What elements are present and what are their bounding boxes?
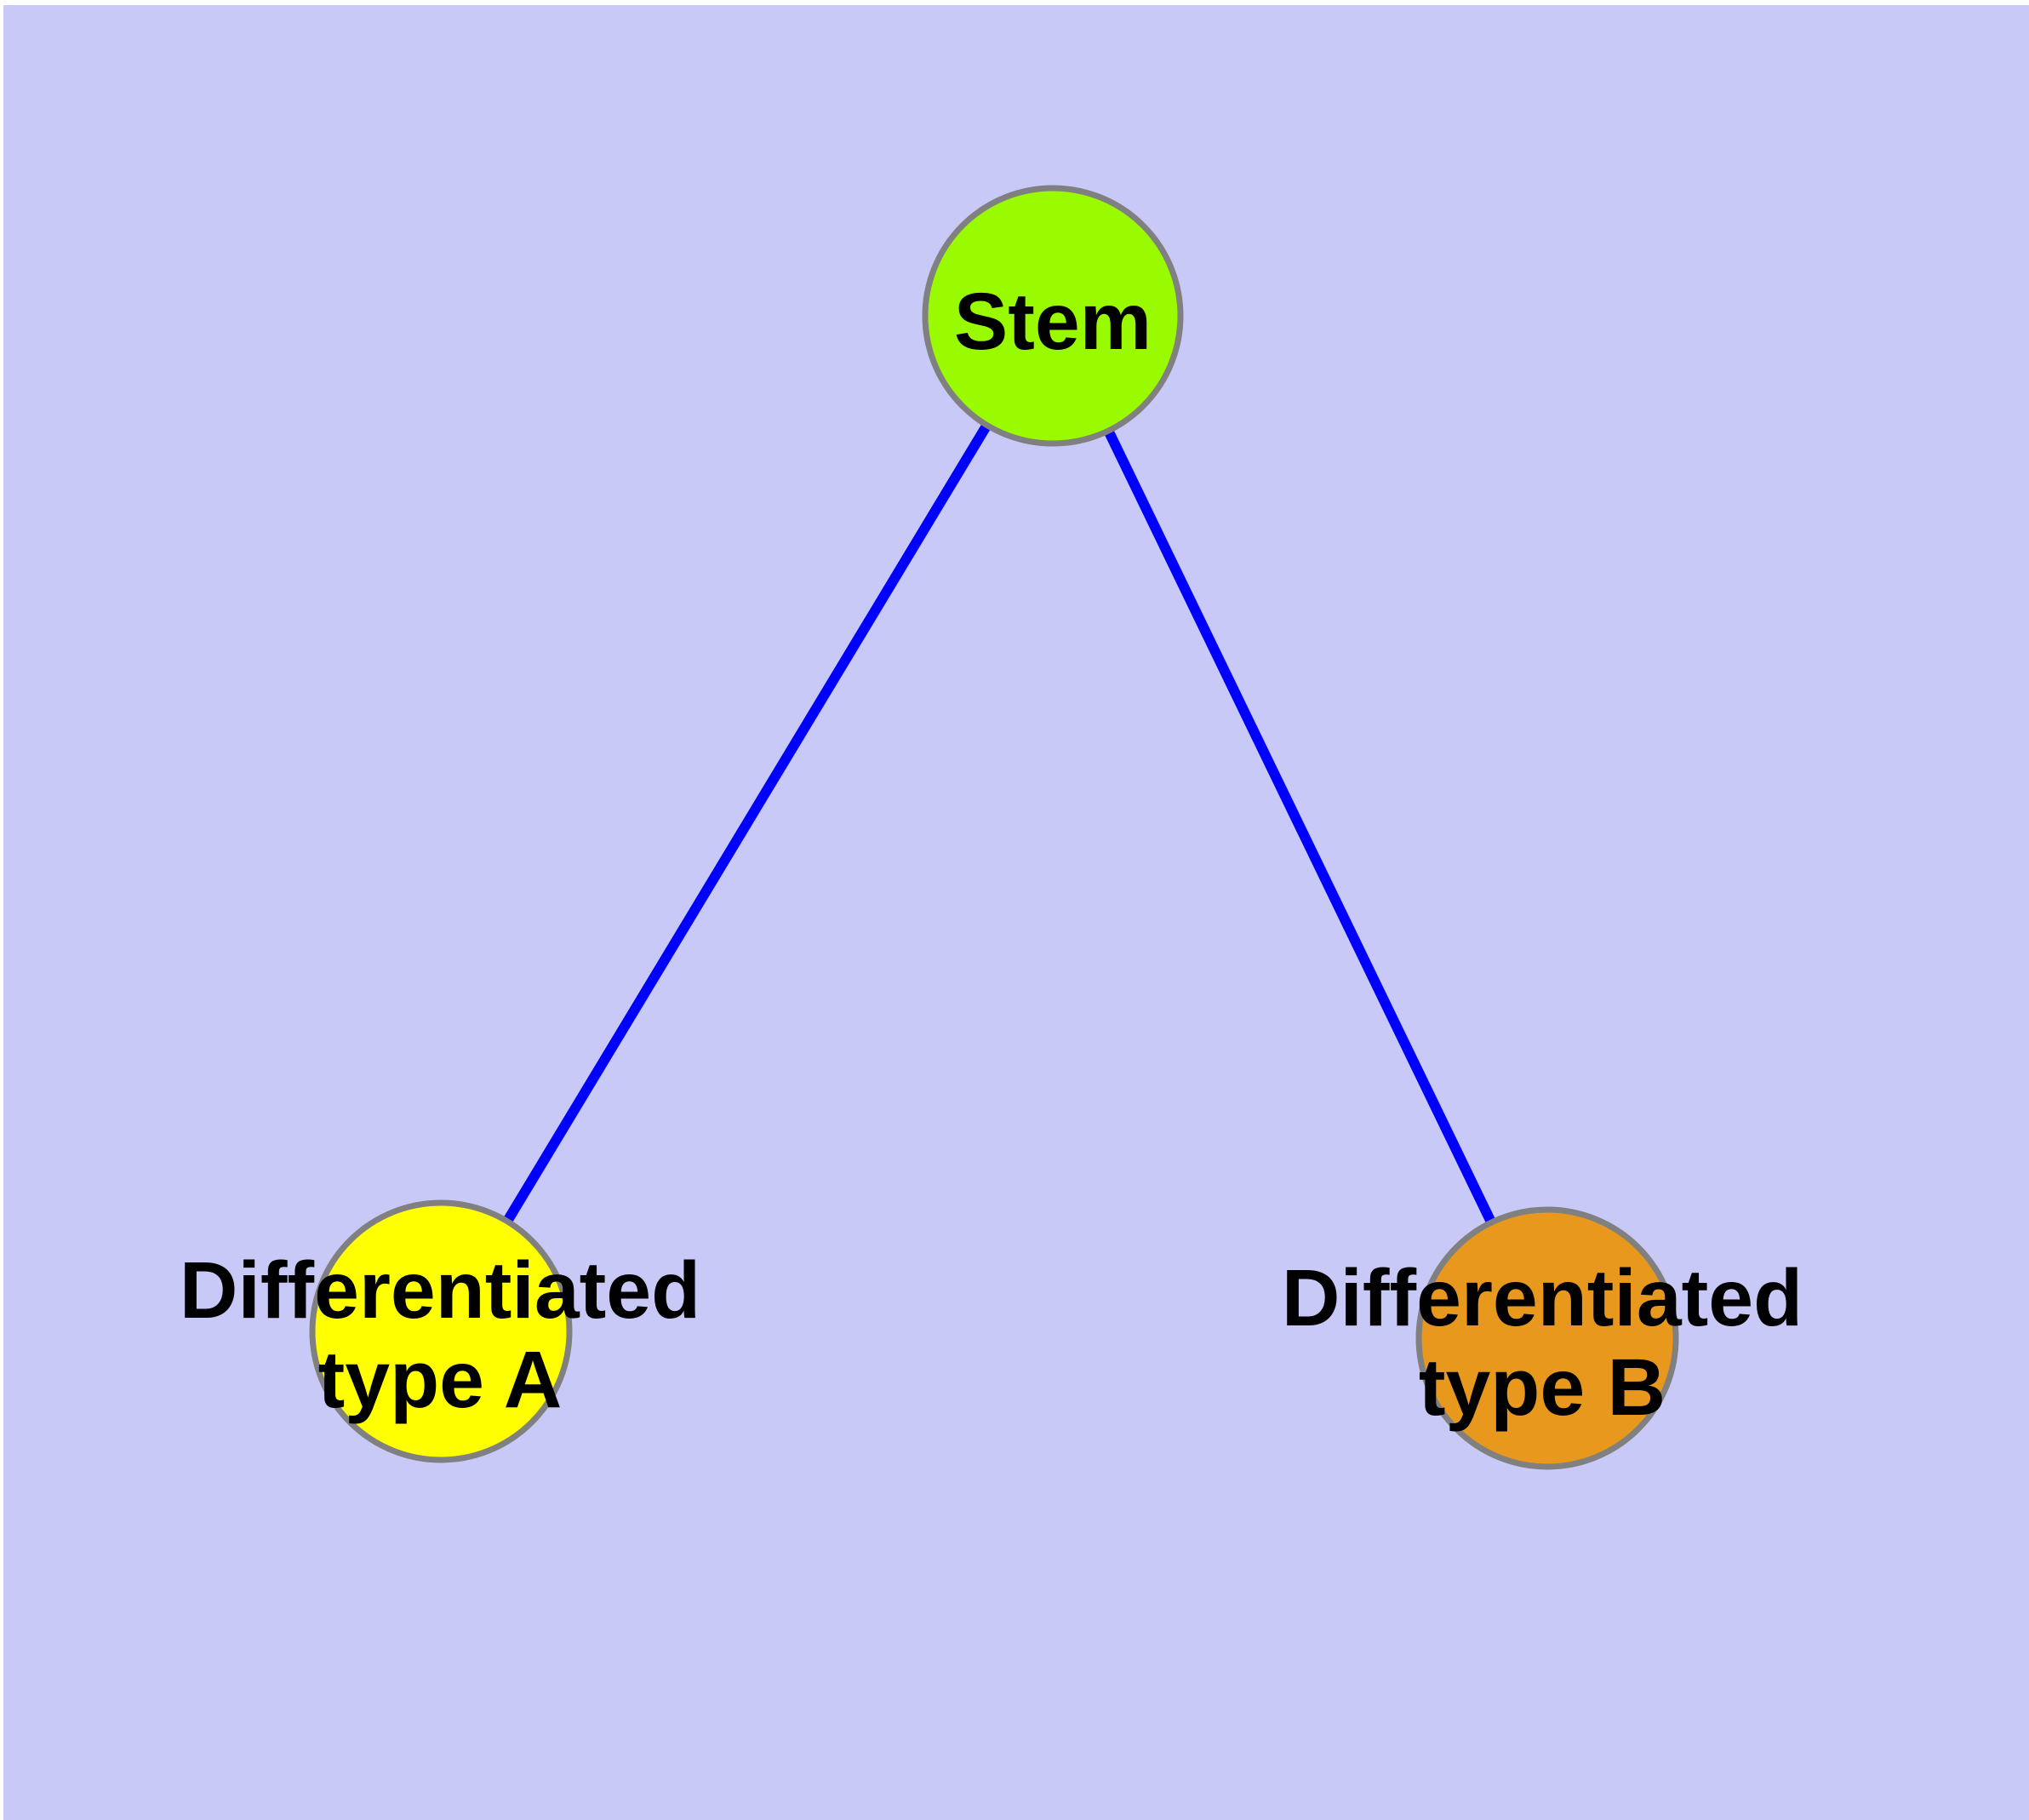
node-type-b-circle: [1415, 1206, 1679, 1470]
label-layer: Stem Differentiated type A Differentiate…: [180, 277, 1803, 1433]
node-type-a: [309, 1199, 573, 1463]
node-type-a-label-line1: Differentiated: [180, 1245, 700, 1336]
edge-stem-to-type-a: [436, 312, 1058, 1335]
node-type-a-circle: [309, 1199, 573, 1463]
node-type-b: [1415, 1206, 1679, 1470]
node-stem-circle: [922, 185, 1184, 447]
node-type-b-label-line1: Differentiated: [1282, 1253, 1803, 1343]
node-type-b-label-line2: type B: [1419, 1342, 1666, 1433]
node-type-a-label-line2: type A: [318, 1335, 563, 1425]
edge-layer: [436, 312, 1552, 1341]
node-stem-label: Stem: [954, 277, 1152, 367]
edge-stem-to-type-b: [1048, 313, 1552, 1341]
node-stem: [922, 185, 1184, 447]
